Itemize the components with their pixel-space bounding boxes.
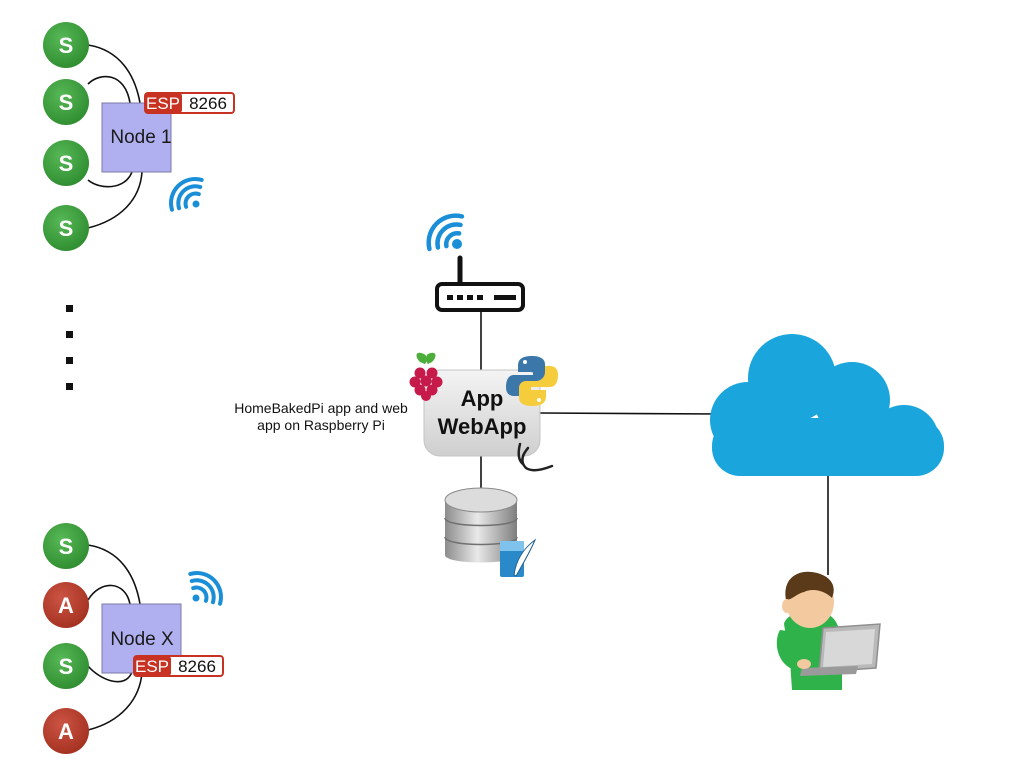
user-laptop-icon <box>776 571 881 690</box>
nodeX-label: Node X <box>110 629 174 650</box>
sensor-label: S <box>59 534 74 559</box>
sensor-label: S <box>59 654 74 679</box>
sensor-node: S <box>43 140 89 186</box>
node1-label: Node 1 <box>110 127 171 148</box>
node1-box <box>101 102 172 173</box>
actuator-label: A <box>58 719 74 744</box>
sensor-label: S <box>59 90 74 115</box>
server-caption-line2: app on Raspberry Pi <box>257 417 385 433</box>
database-icon <box>444 487 518 563</box>
wifi-signal-icon <box>169 177 204 212</box>
flask-horn-icon <box>517 442 554 472</box>
sensor-node: S <box>43 79 89 125</box>
sqlite-feather-icon <box>500 538 537 577</box>
app-label: App <box>461 386 504 411</box>
webapp-label: WebApp <box>438 414 527 439</box>
node1-chip-brand: ESP <box>146 94 180 113</box>
sensor-label: S <box>59 151 74 176</box>
sensor-node: S <box>43 523 89 569</box>
sensor-node: S <box>43 205 89 251</box>
actuator-label: A <box>58 593 74 618</box>
sensor-node: S <box>43 643 89 689</box>
server-caption-line1: HomeBakedPi app and web <box>234 400 408 416</box>
nodeX-wires <box>87 544 143 731</box>
nodeX-esp8266-badge: ESP 8266 <box>133 655 224 677</box>
sensor-label: S <box>59 33 74 58</box>
wifi-signal-icon <box>188 571 223 606</box>
actuator-node: A <box>43 582 89 628</box>
node1-wires <box>87 44 143 229</box>
nodeX-chip-brand: ESP <box>135 657 169 676</box>
network-links <box>480 310 829 575</box>
node1-esp8266-badge: ESP 8266 <box>144 92 235 114</box>
cloud-icon <box>710 334 944 476</box>
nodeX-chip-model: 8266 <box>178 657 216 676</box>
sensor-node: S <box>43 22 89 68</box>
python-icon <box>506 356 558 406</box>
sensor-label: S <box>59 216 74 241</box>
raspberry-pi-icon <box>409 352 443 401</box>
more-nodes-ellipsis <box>66 305 73 390</box>
node1-group: Node 1 ESP 8266 S S S S <box>43 22 235 251</box>
actuator-node: A <box>43 708 89 754</box>
wifi-router-icon <box>435 255 525 312</box>
nodeX-group: Node X ESP 8266 S A S A <box>43 523 224 754</box>
node1-chip-model: 8266 <box>189 94 227 113</box>
wifi-signal-icon <box>426 213 465 252</box>
